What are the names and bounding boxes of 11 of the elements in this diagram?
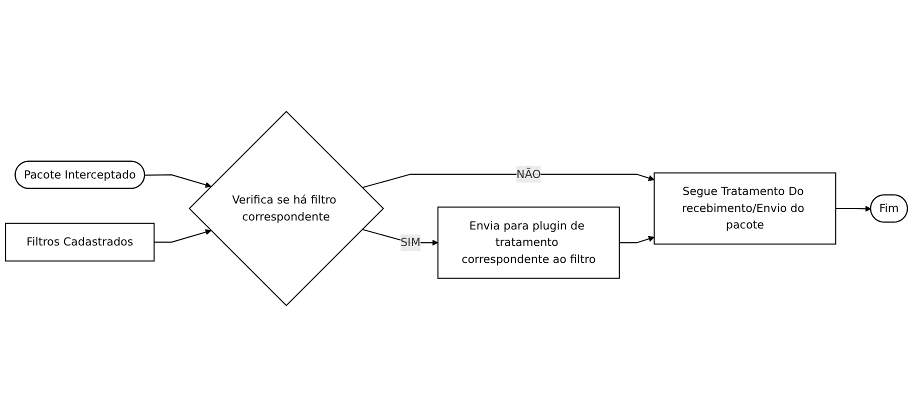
arrow	[619, 236, 655, 244]
node-box: Segue Tratamento Do recebimento/Envio do pacote	[654, 172, 836, 245]
arrow	[154, 229, 212, 243]
arrow	[362, 174, 655, 188]
node-box: Envia para plugin de tratamento correspondente ao filtro	[437, 206, 620, 279]
node-diamond: Verifica se há filtro correspondente	[188, 110, 384, 306]
arrow	[836, 206, 872, 212]
edge-label: SIM	[400, 236, 420, 249]
node-box: Filtros Cadastrados	[5, 222, 155, 262]
arrow	[144, 174, 212, 188]
edge-label: NÃO	[516, 167, 541, 181]
